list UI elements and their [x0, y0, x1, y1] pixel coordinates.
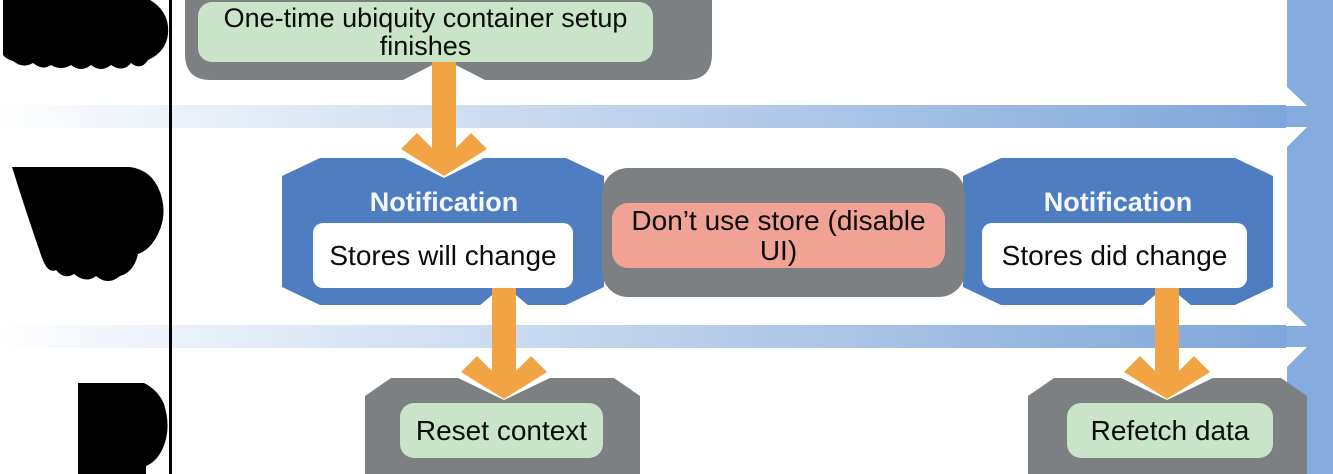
stores-will-change-label: Stores will change: [329, 239, 557, 271]
arrow-will-change-to-reset: [461, 287, 547, 399]
setup-finished-label: One-time ubiquity container setup finish…: [223, 2, 628, 61]
stores-did-change-box: Stores did change: [982, 223, 1247, 288]
lane-label-redacted-bottom: [78, 383, 168, 474]
setup-finished-box: One-time ubiquity container setup finish…: [198, 2, 653, 62]
junction-bevel: [1286, 347, 1307, 368]
refetch-data-label: Refetch data: [1090, 414, 1250, 446]
timeline-band-lower: [0, 325, 1333, 348]
arrow-did-change-to-refetch: [1124, 287, 1210, 399]
notification-left-title: Notification: [369, 186, 519, 217]
refetch-data-box: Refetch data: [1067, 403, 1273, 458]
reset-context-box: Reset context: [400, 403, 603, 458]
reset-context-label: Reset context: [415, 414, 588, 446]
disable-ui-box: Don’t use store (disable UI): [612, 203, 945, 268]
disable-ui-label: Don’t use store (disable UI): [631, 205, 926, 266]
lane-divider-line: [169, 0, 172, 474]
lane-label-redacted-middle: [12, 167, 164, 281]
timeline-band-upper: [0, 105, 1333, 128]
stores-did-change-label: Stores did change: [1001, 239, 1228, 271]
notification-right-title: Notification: [1043, 186, 1193, 217]
junction-bevel: [1286, 127, 1307, 148]
junction-bevel: [1286, 306, 1307, 326]
lane-label-redacted-top: [3, 0, 169, 69]
junction-bevel: [1286, 86, 1307, 106]
stores-will-change-box: Stores will change: [313, 223, 573, 288]
arrow-setup-to-notification: [401, 61, 487, 176]
